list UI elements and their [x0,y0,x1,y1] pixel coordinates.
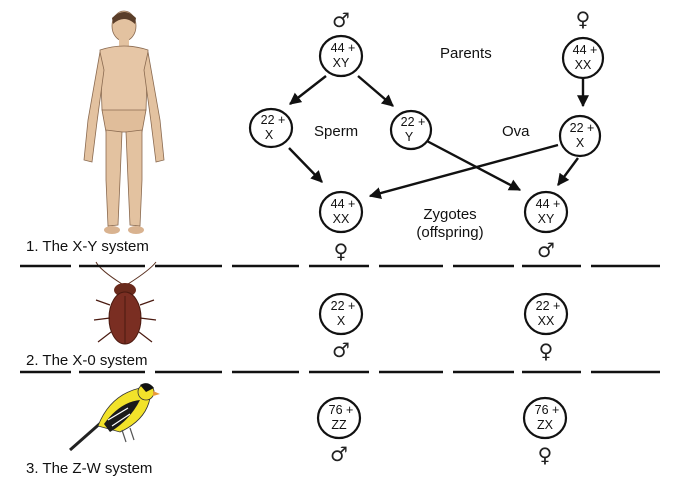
inheritance-arrows [288,75,589,199]
svg-text:XX: XX [333,212,350,226]
cell-zygote-female: 44 + XX [318,190,364,234]
female-symbol-icon: ♀ [576,7,591,31]
svg-text:76 +: 76 + [535,403,560,417]
cell-x0-male: 22 + X [318,292,364,336]
cell-parent-female: 44 + XX [561,36,605,80]
zygotes-label-line1: Zygotes [423,206,477,223]
zygotes-label-line2: (offspring) [416,224,484,241]
female-symbol-icon: ♀ [539,339,554,363]
system-label-zw: 3. The Z-W system [26,460,153,477]
male-symbol-icon: ♂ [332,8,350,32]
ova-label: Ova [502,123,530,140]
cell-zw-male: 76 + ZZ [316,396,362,440]
svg-text:22 +: 22 + [401,115,426,129]
cell-ovum: 22 + X [558,114,602,158]
cell-parent-male: 44 + XY [318,34,364,78]
svg-text:ZX: ZX [537,418,554,432]
male-symbol-icon: ♂ [330,442,348,466]
system-label-x0: 2. The X-0 system [26,352,148,369]
svg-text:X: X [265,128,274,142]
svg-text:XX: XX [538,314,555,328]
svg-text:76 +: 76 + [329,403,354,417]
zygotes-label: Zygotes (offspring) [402,206,498,242]
svg-text:Y: Y [405,130,414,144]
svg-text:22 +: 22 + [570,121,595,135]
male-symbol-icon: ♂ [332,338,350,362]
svg-text:22 +: 22 + [261,113,286,127]
svg-text:ZZ: ZZ [331,418,347,432]
sperm-label: Sperm [314,123,359,140]
svg-text:44 +: 44 + [331,197,356,211]
system-label-xy: 1. The X-Y system [26,238,149,255]
cell-x0-female: 22 + XX [523,292,569,336]
svg-text:XY: XY [333,56,350,70]
svg-text:44 +: 44 + [573,43,598,57]
goldfinch-bird-icon [69,383,160,452]
parents-label: Parents [440,45,492,62]
svg-text:44 +: 44 + [536,197,561,211]
svg-text:22 +: 22 + [331,299,356,313]
svg-text:XY: XY [538,212,555,226]
cell-zygote-male: 44 + XY [523,190,569,234]
svg-text:X: X [576,136,585,150]
female-symbol-icon: ♀ [334,239,349,263]
cell-zw-female: 76 + ZX [522,396,568,440]
cockroach-icon [93,261,157,345]
svg-text:44 +: 44 + [331,41,356,55]
male-symbol-icon: ♂ [537,238,555,262]
svg-text:XX: XX [575,58,592,72]
svg-text:22 +: 22 + [536,299,561,313]
svg-text:X: X [337,314,346,328]
cell-sperm-x: 22 + X [248,107,294,149]
female-symbol-icon: ♀ [538,443,553,467]
cell-sperm-y: 22 + Y [389,109,433,151]
human-male-figure-icon [83,10,165,234]
